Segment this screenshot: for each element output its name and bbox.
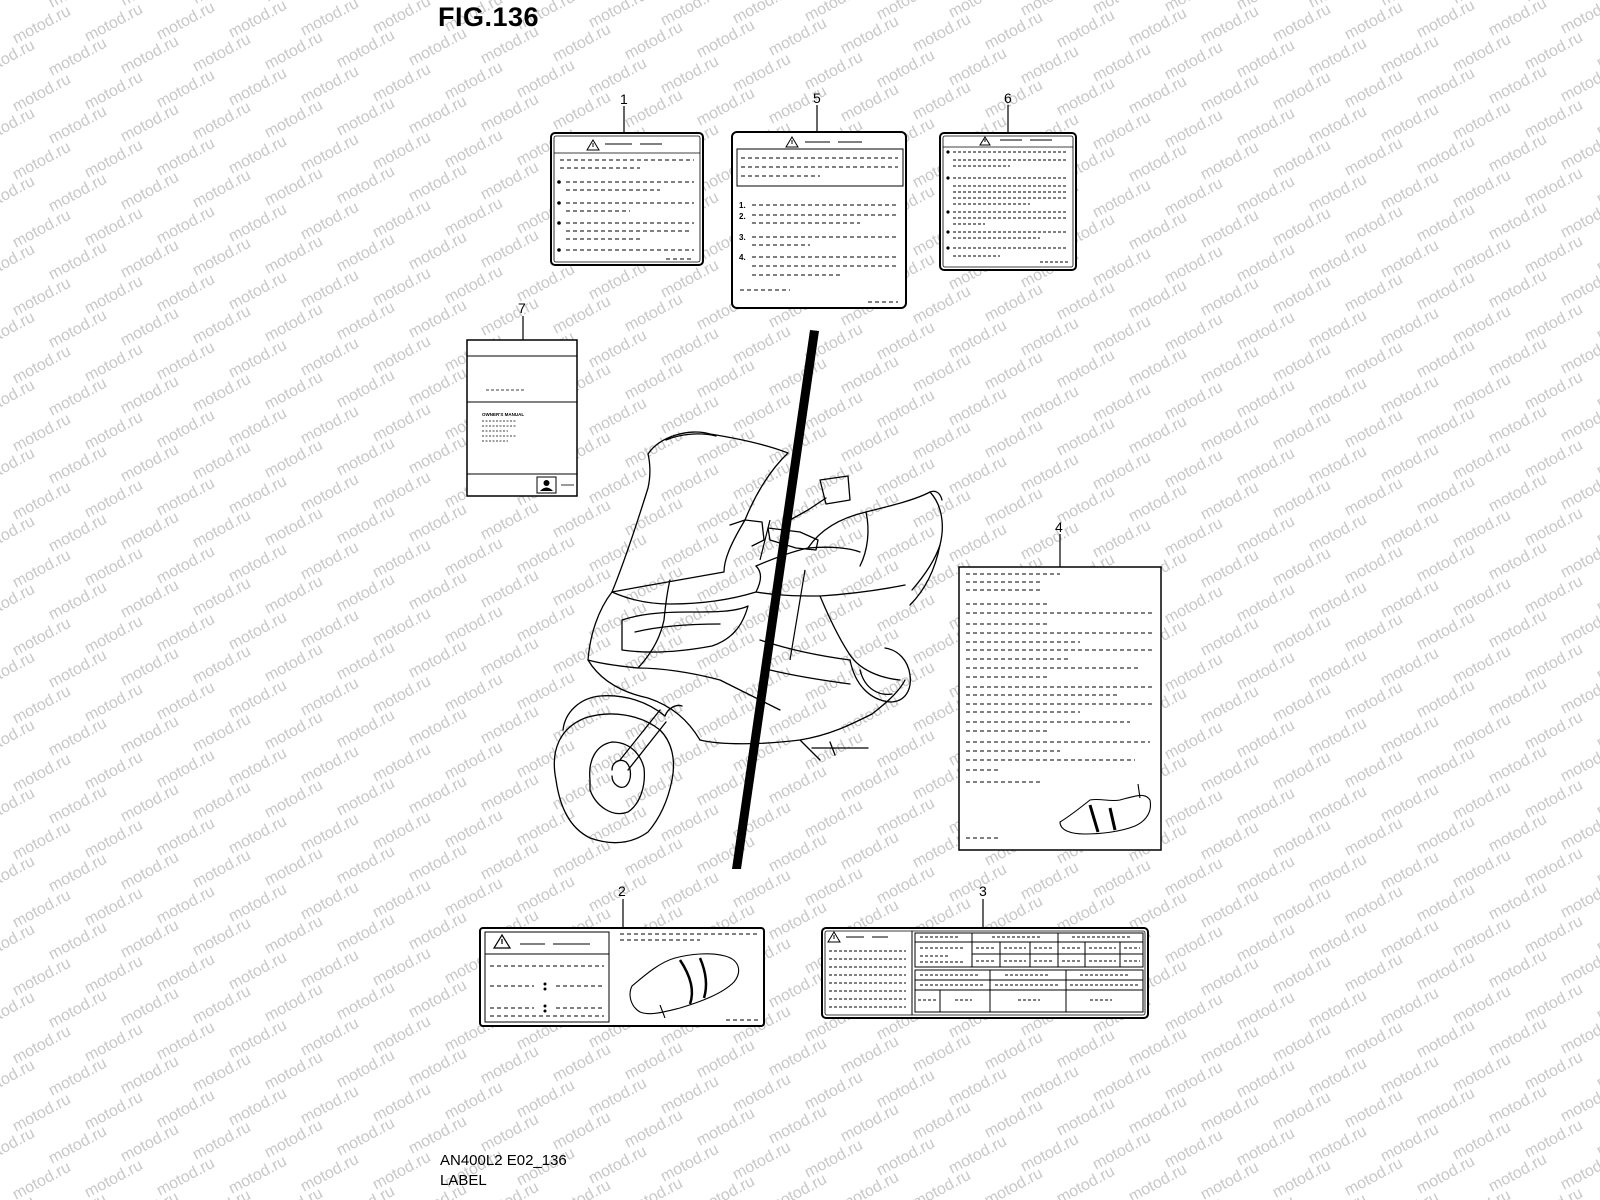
seat-illustration bbox=[1059, 783, 1152, 835]
label-text-lines bbox=[829, 950, 906, 1008]
svg-text:1.: 1. bbox=[739, 201, 746, 210]
figure-caption: LABEL bbox=[440, 1172, 487, 1189]
warning-triangle-icon bbox=[586, 139, 600, 151]
label-item-1[interactable]: 1 bbox=[550, 91, 704, 266]
spec-table-lower bbox=[914, 969, 1144, 1013]
label-text-lines bbox=[966, 573, 1155, 839]
label-text-lines bbox=[740, 157, 898, 303]
callout-number: 5 bbox=[813, 90, 821, 106]
svg-text:2.: 2. bbox=[739, 212, 746, 221]
warning-triangle-icon bbox=[492, 933, 512, 949]
owners-manual-label: OWNER'S MANUAL bbox=[482, 412, 524, 417]
label-item-6[interactable]: 6 bbox=[939, 90, 1077, 271]
label-item-2[interactable]: 2 bbox=[479, 883, 765, 1027]
callout-number: 7 bbox=[518, 300, 526, 316]
label-item-3[interactable]: 3 bbox=[821, 883, 1149, 1019]
label-text-lines bbox=[953, 151, 1068, 263]
callout-number: 2 bbox=[618, 883, 626, 899]
callout-number: 3 bbox=[979, 883, 987, 899]
warning-triangle-icon bbox=[979, 136, 991, 146]
label-item-5[interactable]: 5 bbox=[731, 90, 907, 309]
svg-text:3.: 3. bbox=[739, 233, 746, 242]
label-step-numbers: 1. 2. 3. 4. bbox=[739, 201, 746, 262]
spec-table-upper bbox=[914, 932, 1144, 968]
leader-bar bbox=[732, 330, 819, 869]
label-text-lines bbox=[560, 159, 694, 260]
callout-number: 6 bbox=[1004, 90, 1012, 106]
manual-reader-icon bbox=[540, 480, 553, 491]
figure-title: FIG.136 bbox=[438, 2, 540, 32]
callout-number: 1 bbox=[620, 91, 628, 107]
label-item-7[interactable]: 7 OWNER'S MANUAL bbox=[466, 300, 578, 497]
seat-illustration bbox=[629, 953, 740, 1019]
label-item-4[interactable]: 4 bbox=[958, 519, 1162, 851]
svg-text:4.: 4. bbox=[739, 253, 746, 262]
label-text-lines bbox=[482, 420, 517, 442]
warning-triangle-icon bbox=[785, 136, 799, 148]
warning-triangle-icon bbox=[827, 931, 841, 943]
callout-number: 4 bbox=[1055, 519, 1063, 535]
model-code: AN400L2 E02_136 bbox=[440, 1152, 567, 1169]
label-text-lines bbox=[490, 933, 760, 1021]
